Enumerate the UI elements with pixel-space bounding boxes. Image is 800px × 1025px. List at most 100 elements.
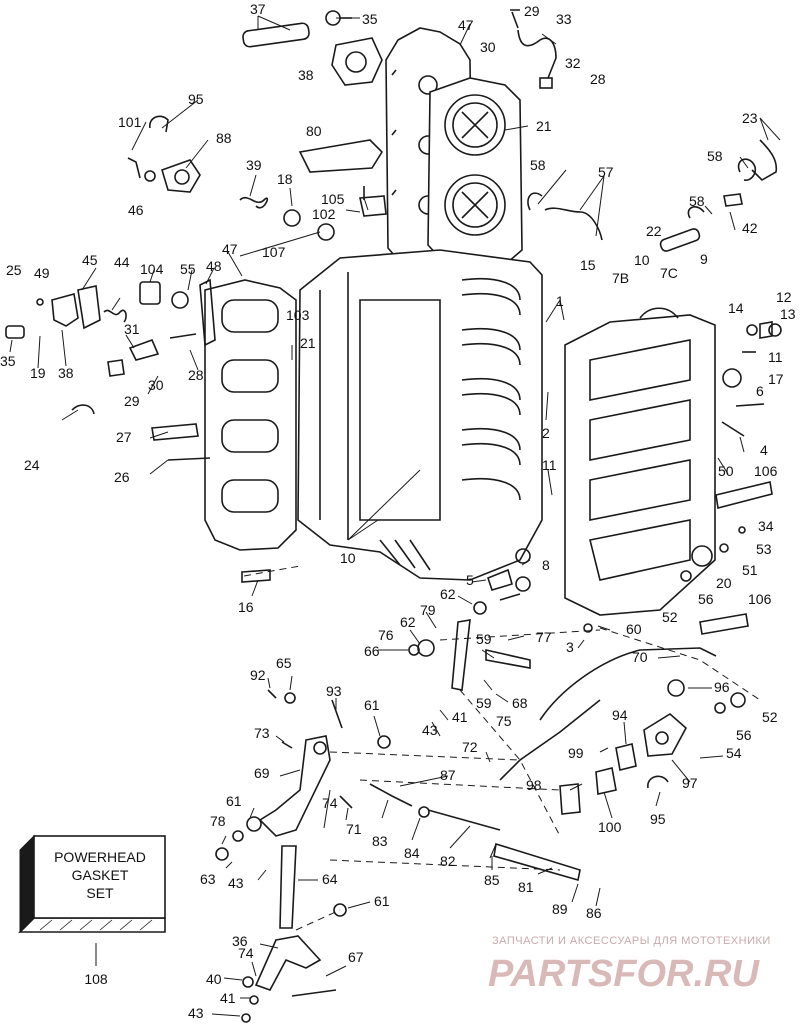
- callout-8: 8: [542, 557, 550, 573]
- sensor-31: [128, 338, 160, 361]
- callout-14: 14: [728, 300, 744, 316]
- callout-48: 48: [206, 258, 222, 274]
- clamp-58a: [527, 192, 543, 211]
- seal-107: [317, 223, 335, 241]
- wire-28b: [169, 333, 197, 339]
- callout-7c: 7C: [660, 265, 678, 281]
- nut-61a: [377, 735, 391, 749]
- callout-6: 6: [756, 383, 764, 399]
- hose-23: [751, 139, 778, 181]
- callout-43: 43: [422, 722, 438, 738]
- callout-51: 51: [742, 562, 758, 578]
- thermostat-104: [139, 281, 161, 305]
- crankcase-cover: [564, 314, 716, 616]
- callout-27: 27: [116, 429, 132, 445]
- ring-55: [171, 291, 189, 309]
- gasket-box-bottom: [18, 917, 166, 933]
- callout-10: 10: [634, 252, 650, 268]
- callout-32: 32: [565, 55, 581, 71]
- callout-54: 54: [726, 745, 742, 761]
- gasket-80: [298, 139, 384, 173]
- spring-44: [103, 309, 127, 323]
- fitting-35b: [5, 325, 25, 339]
- plug-27: [151, 423, 199, 441]
- hose-99: [499, 699, 601, 781]
- connector-28: [539, 77, 553, 89]
- valve-17: [722, 368, 742, 388]
- cable-70: [539, 647, 717, 721]
- bracket-106b: [699, 613, 749, 635]
- callout-52: 52: [762, 709, 778, 725]
- hose-37: [242, 22, 310, 48]
- callout-26: 26: [114, 469, 130, 485]
- callout-2: 2: [542, 425, 550, 441]
- callout-87: 87: [440, 767, 456, 783]
- nut-62: [473, 601, 487, 615]
- lever-69: [258, 735, 331, 837]
- callout-23: 23: [742, 110, 758, 126]
- callout-62: 62: [440, 586, 456, 602]
- callout-39: 39: [246, 157, 262, 173]
- screw-84: [418, 806, 430, 818]
- callout-34: 34: [758, 518, 774, 534]
- callout-68: 68: [512, 695, 528, 711]
- callout-82: 82: [440, 853, 456, 869]
- bolt-101: [127, 157, 141, 179]
- spring-82: [427, 809, 501, 831]
- callout-16: 16: [238, 599, 254, 615]
- callout-45: 45: [82, 252, 98, 268]
- callout-59: 59: [476, 695, 492, 711]
- gasket-box-line-2: GASKET: [72, 867, 129, 883]
- gasket-box-front: [33, 835, 166, 919]
- bolt-16: [241, 569, 271, 583]
- connector-29b: [107, 359, 125, 377]
- valve-5: [487, 568, 513, 591]
- callout-106: 106: [754, 463, 778, 479]
- callout-43: 43: [228, 875, 244, 891]
- gasket-box-line-1: POWERHEAD: [54, 849, 146, 865]
- plug-12: [759, 321, 773, 339]
- callout-44: 44: [114, 254, 130, 270]
- callout-59: 59: [476, 631, 492, 647]
- callout-56: 56: [736, 727, 752, 743]
- callout-4: 4: [760, 442, 768, 458]
- callout-81: 81: [518, 879, 534, 895]
- callout-30: 30: [480, 39, 496, 55]
- gasket-set-box: POWERHEAD GASKET SET 108: [18, 834, 166, 987]
- callout-11: 11: [768, 349, 783, 365]
- clamp-95b: [647, 775, 669, 789]
- callout-61: 61: [364, 697, 380, 713]
- callout-58: 58: [530, 157, 546, 173]
- callout-71: 71: [346, 821, 362, 837]
- switch-100: [595, 767, 617, 795]
- pin-73: [281, 741, 293, 749]
- bolt-26: [167, 457, 211, 461]
- callout-103: 103: [286, 307, 310, 323]
- callout-30: 30: [148, 377, 164, 393]
- cover-38b: [51, 292, 79, 327]
- clip-24: [71, 404, 95, 415]
- callout-86: 86: [586, 905, 602, 921]
- pin-71: [339, 795, 353, 809]
- callout-24: 24: [24, 457, 40, 473]
- callout-77: 77: [536, 629, 552, 645]
- callout-41: 41: [452, 709, 468, 725]
- clamp-58c: [737, 158, 757, 181]
- gasket-box-ref: 108: [84, 971, 108, 987]
- callout-38: 38: [298, 67, 314, 83]
- callout-22: 22: [646, 223, 662, 239]
- callout-75: 75: [496, 713, 512, 729]
- callout-101: 101: [118, 114, 142, 130]
- lever-36: [254, 935, 322, 991]
- callout-73: 73: [254, 725, 270, 741]
- callout-52: 52: [662, 609, 678, 625]
- lever-79: [451, 619, 471, 691]
- gasket-box-line-3: SET: [86, 885, 114, 901]
- nut-61c: [333, 903, 347, 917]
- callout-47: 47: [222, 241, 238, 257]
- nut-61b: [246, 816, 262, 832]
- callout-5: 5: [466, 572, 474, 588]
- callout-66: 66: [364, 643, 380, 659]
- callout-11: 11: [542, 457, 557, 473]
- callout-58: 58: [707, 148, 723, 164]
